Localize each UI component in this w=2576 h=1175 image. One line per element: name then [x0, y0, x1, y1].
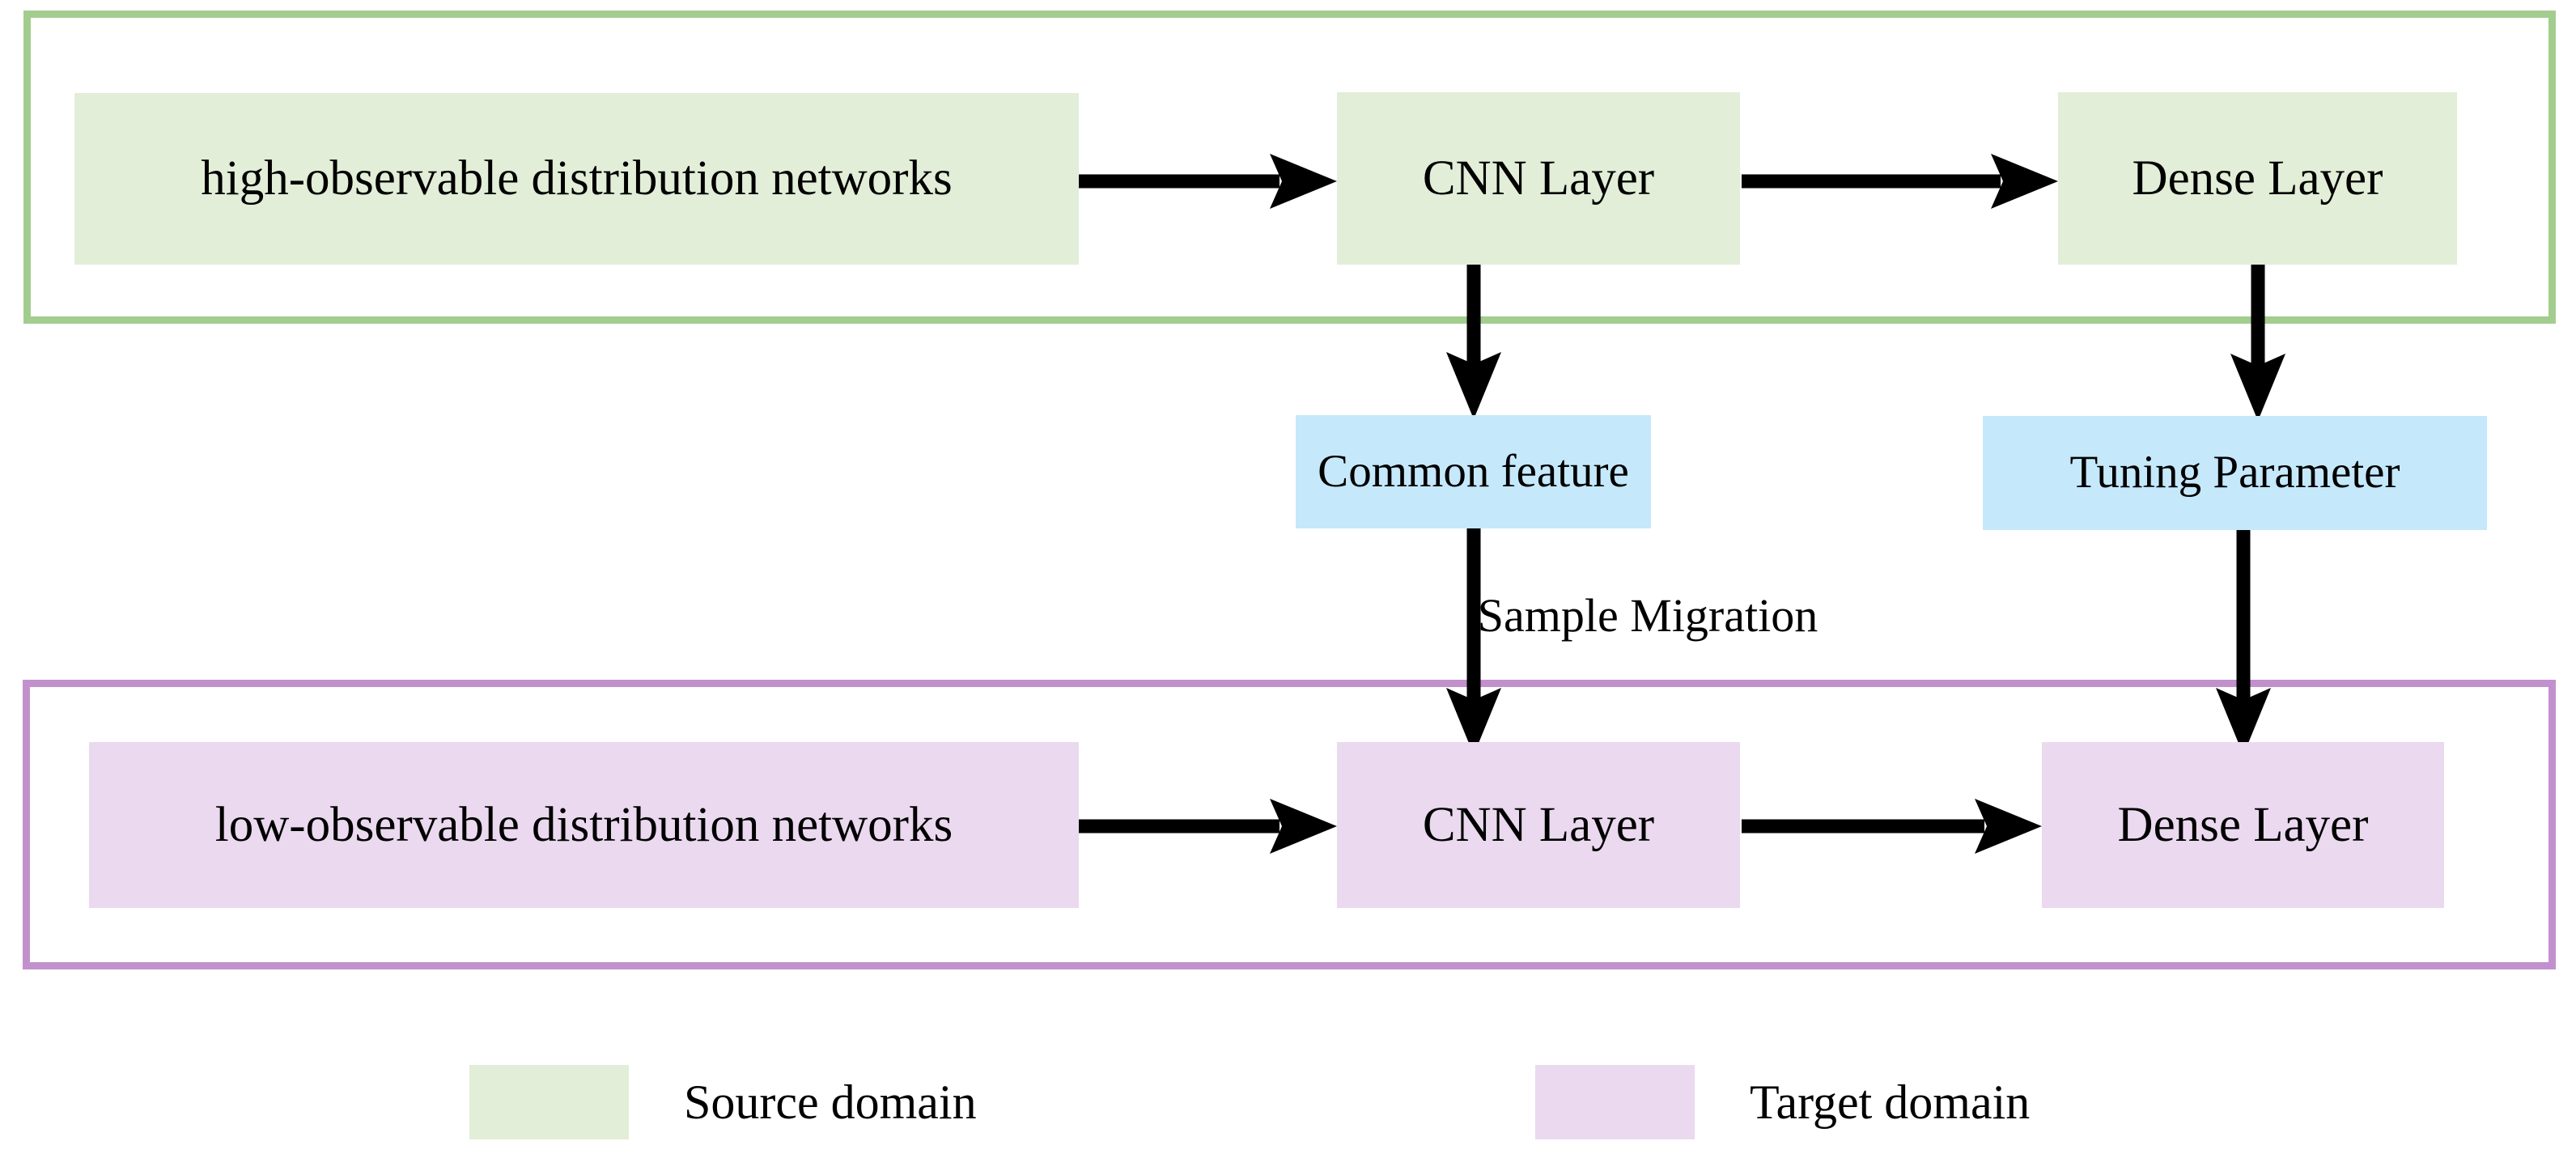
sample-migration-caption: Sample Migration: [1477, 589, 1818, 642]
target-domain-frame: [23, 680, 2556, 969]
legend-item-source-domain: Source domain: [469, 1065, 977, 1139]
node-target-cnn-layer[interactable]: CNN Layer: [1337, 742, 1740, 908]
arrow-src-cnn-to-src-dense: [1740, 154, 2058, 209]
legend: Source domain Target domain: [0, 1052, 2576, 1165]
legend-swatch-target-domain: [1535, 1065, 1695, 1139]
node-source-dense-layer[interactable]: Dense Layer: [2058, 92, 2457, 265]
node-tuning-parameter[interactable]: Tuning Parameter: [1983, 416, 2487, 530]
arrow-common-feature-to-tgt-cnn: [1446, 522, 1501, 757]
node-target-dense-layer[interactable]: Dense Layer: [2042, 742, 2444, 908]
arrow-tgt-input-to-tgt-cnn: [1073, 799, 1337, 854]
arrow-tgt-cnn-to-tgt-dense: [1740, 799, 2042, 854]
node-common-feature[interactable]: Common feature: [1296, 415, 1651, 528]
node-source-cnn-layer[interactable]: CNN Layer: [1337, 92, 1740, 265]
legend-swatch-source-domain: [469, 1065, 629, 1139]
legend-label-source-domain: Source domain: [684, 1075, 977, 1129]
legend-item-target-domain: Target domain: [1535, 1065, 2030, 1139]
node-high-observable-distribution-networks[interactable]: high-observable distribution networks: [74, 93, 1079, 265]
node-low-observable-distribution-networks[interactable]: low-observable distribution networks: [89, 742, 1079, 908]
arrow-src-input-to-src-cnn: [1073, 154, 1337, 209]
legend-label-target-domain: Target domain: [1750, 1075, 2031, 1129]
source-domain-frame: [23, 11, 2556, 324]
arrow-tuning-parameter-to-tgt-dense: [2216, 524, 2271, 757]
